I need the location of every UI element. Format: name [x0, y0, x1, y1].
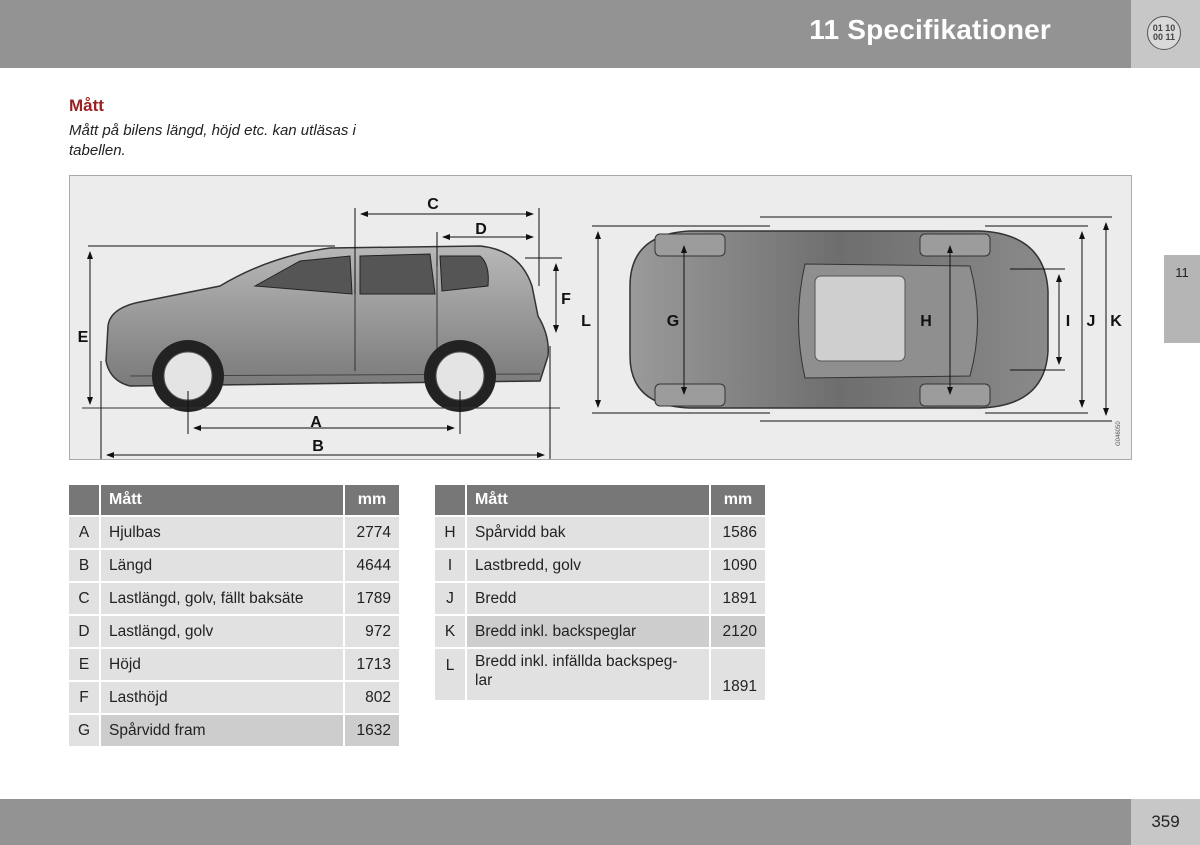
table-row: G Spårvidd fram 1632	[69, 715, 399, 746]
row-label: Bredd	[467, 583, 709, 614]
label-F: F	[561, 291, 571, 308]
row-letter: F	[69, 682, 99, 713]
row-value: 1891	[711, 583, 765, 614]
row-value: 972	[345, 616, 399, 647]
label-I: I	[1066, 313, 1070, 330]
row-value: 2774	[345, 517, 399, 548]
header-name: Mått	[467, 485, 709, 515]
side-dimension-lines	[82, 208, 562, 459]
row-value: 1090	[711, 550, 765, 581]
row-value: 802	[345, 682, 399, 713]
footer-bar	[0, 799, 1131, 845]
row-label-line1: Bredd inkl. infällda backspeg-	[475, 653, 678, 670]
row-label: Lastlängd, golv, fällt baksäte	[101, 583, 343, 614]
row-letter: I	[435, 550, 465, 581]
top-dimension-lines	[592, 216, 1112, 422]
table-header-row: Mått mm	[69, 485, 399, 515]
header-unit: mm	[711, 485, 765, 515]
header-unit: mm	[345, 485, 399, 515]
table-row: D Lastlängd, golv 972	[69, 616, 399, 647]
label-L: L	[581, 313, 591, 330]
car-side-view	[105, 245, 550, 412]
figure-code: G046050	[1116, 421, 1122, 446]
row-letter: C	[69, 583, 99, 614]
row-value: 1586	[711, 517, 765, 548]
header-bar: 11 Specifikationer	[0, 0, 1131, 68]
row-letter: D	[69, 616, 99, 647]
dimensions-table-left: Mått mm A Hjulbas 2774 B Längd 4644 C La…	[67, 483, 401, 748]
label-E: E	[78, 329, 89, 346]
row-letter: L	[435, 649, 465, 700]
row-value: 1632	[345, 715, 399, 746]
label-C: C	[427, 196, 439, 213]
table-row: A Hjulbas 2774	[69, 517, 399, 548]
chapter-side-tab-label: 11	[1175, 265, 1189, 280]
chapter-icon: 01 10 00 11	[1147, 16, 1181, 50]
label-H: H	[920, 313, 932, 330]
table-row: K Bredd inkl. backspeglar 2120	[435, 616, 765, 647]
row-value: 4644	[345, 550, 399, 581]
row-letter: K	[435, 616, 465, 647]
row-letter: E	[69, 649, 99, 680]
section-title: Mått	[69, 96, 104, 115]
table-row: E Höjd 1713	[69, 649, 399, 680]
label-G: G	[667, 313, 679, 330]
car-top-view	[629, 230, 1049, 409]
dimensions-table-right: Mått mm H Spårvidd bak 1586 I Lastbredd,…	[433, 483, 767, 702]
dimension-letters: C D E F A B L G H I J K G046050	[78, 191, 1122, 455]
row-letter: A	[69, 517, 99, 548]
table-header-row: Mått mm	[435, 485, 765, 515]
chapter-icon-line2: 00 11	[1152, 32, 1176, 42]
row-label: Längd	[101, 550, 343, 581]
row-label: Höjd	[101, 649, 343, 680]
table-row: F Lasthöjd 802	[69, 682, 399, 713]
row-label-line2: lar	[475, 672, 493, 689]
chapter-side-tab[interactable]: 11	[1164, 255, 1200, 343]
table-row: C Lastlängd, golv, fällt baksäte 1789	[69, 583, 399, 614]
row-label: Spårvidd fram	[101, 715, 343, 746]
label-A: A	[310, 414, 322, 431]
row-value: 1891	[711, 649, 765, 700]
row-label: Bredd inkl. infällda backspeg- lar	[467, 649, 709, 700]
row-label: Lastlängd, golv	[101, 616, 343, 647]
row-letter: G	[69, 715, 99, 746]
row-value: 2120	[711, 616, 765, 647]
header-name: Mått	[101, 485, 343, 515]
header-letter-cell	[435, 485, 465, 515]
table-row: J Bredd 1891	[435, 583, 765, 614]
row-letter: B	[69, 550, 99, 581]
page-title: 11 Specifikationer	[809, 14, 1051, 45]
chapter-icon-line1: 01 10	[1152, 23, 1176, 33]
dimension-diagram: C D E F A B L G H I J K G046050	[78, 191, 1122, 459]
label-J: J	[1087, 313, 1096, 330]
row-label: Lastbredd, golv	[467, 550, 709, 581]
footer-corner	[1131, 799, 1200, 845]
row-label: Hjulbas	[101, 517, 343, 548]
row-letter: J	[435, 583, 465, 614]
label-K: K	[1110, 313, 1122, 330]
row-letter: H	[435, 517, 465, 548]
dimension-figure: C D E F A B L G H I J K G046050	[69, 175, 1132, 460]
row-value: 1713	[345, 649, 399, 680]
table-row: H Spårvidd bak 1586	[435, 517, 765, 548]
label-B: B	[312, 438, 324, 455]
table-row: I Lastbredd, golv 1090	[435, 550, 765, 581]
row-value: 1789	[345, 583, 399, 614]
table-row: L Bredd inkl. infällda backspeg- lar 189…	[435, 649, 765, 700]
label-D: D	[475, 221, 487, 238]
page-number: 359	[1151, 812, 1180, 831]
row-label: Spårvidd bak	[467, 517, 709, 548]
table-row: B Längd 4644	[69, 550, 399, 581]
row-label: Lasthöjd	[101, 682, 343, 713]
row-label: Bredd inkl. backspeglar	[467, 616, 709, 647]
header-letter-cell	[69, 485, 99, 515]
section-intro: Mått på bilens längd, höjd etc. kan utlä…	[69, 122, 356, 159]
